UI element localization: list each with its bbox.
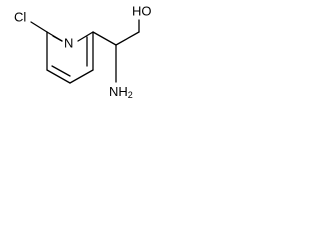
structure-diagram: Cl N HO NH2	[0, 0, 176, 123]
bond-n-c6	[77, 31, 94, 42]
bond-c4-c3	[46, 69, 71, 84]
bond-c6-ch	[92, 31, 117, 46]
bond-c4-c3-inner	[51, 65, 71, 77]
substituent-bonds	[30, 19, 140, 83]
chlorine-label: Cl	[14, 9, 26, 24]
bond-c2-n-inner	[52, 35, 63, 42]
amine-main-text: NH	[109, 84, 128, 99]
molecule-svg: Cl N HO NH2	[14, 3, 152, 100]
bond-c2-cl	[30, 21, 48, 33]
ring-nitrogen-label: N	[64, 35, 73, 50]
bond-ch-ch2	[115, 31, 140, 46]
amine-subscript: 2	[128, 90, 133, 100]
atom-labels: Cl N HO NH2	[14, 3, 152, 100]
pyridine-ring	[46, 31, 94, 84]
amine-label: NH2	[109, 84, 133, 100]
amine-n-label: NH2	[109, 84, 133, 100]
hydroxyl-label: HO	[132, 3, 152, 18]
bond-c5-c4	[69, 69, 94, 84]
